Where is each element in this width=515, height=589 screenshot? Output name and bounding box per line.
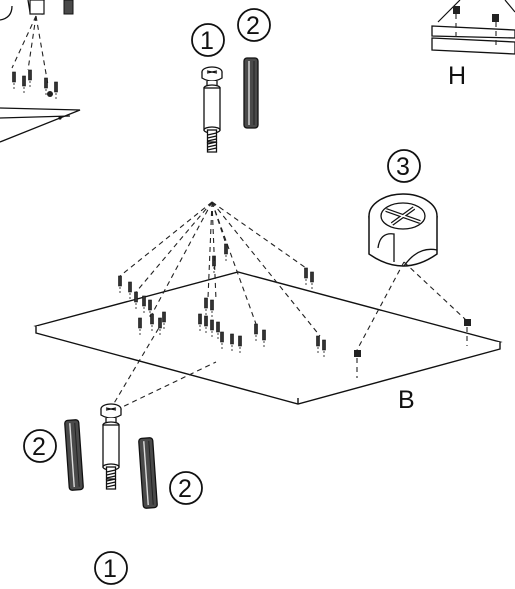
partial-panel-left	[0, 0, 81, 143]
lower-dowel-right	[137, 436, 159, 510]
callout-lower-1-text: 1	[103, 555, 117, 583]
partial-panel-h: H	[431, 0, 515, 90]
callout-3-text: 3	[396, 153, 410, 181]
callout-lower-2-left-text: 2	[32, 433, 46, 461]
lower-dowel-left	[63, 418, 85, 492]
callout-3: 3	[387, 149, 421, 183]
callout-lower-2-right-text: 2	[178, 475, 192, 503]
callout-lower-2-left: 2	[23, 429, 57, 463]
main-panel-b: B	[33, 243, 503, 414]
lower-cam-bolt	[100, 403, 122, 490]
callout-upper-2-text: 2	[246, 12, 260, 40]
callout-upper-2: 2	[237, 8, 271, 42]
callout-upper-1-text: 1	[200, 27, 214, 55]
guide-lines-upper	[119, 201, 321, 337]
callout-lower-2-right: 2	[169, 471, 203, 505]
upper-cam-bolt	[201, 66, 223, 153]
callout-lower-1: 1	[94, 551, 128, 585]
cam-lock-nut	[356, 193, 467, 351]
callout-upper-1: 1	[191, 23, 225, 57]
panel-label-h: H	[448, 62, 466, 90]
panel-label-b: B	[398, 386, 415, 414]
upper-dowel	[243, 57, 259, 129]
guide-lines-lower	[109, 325, 217, 411]
